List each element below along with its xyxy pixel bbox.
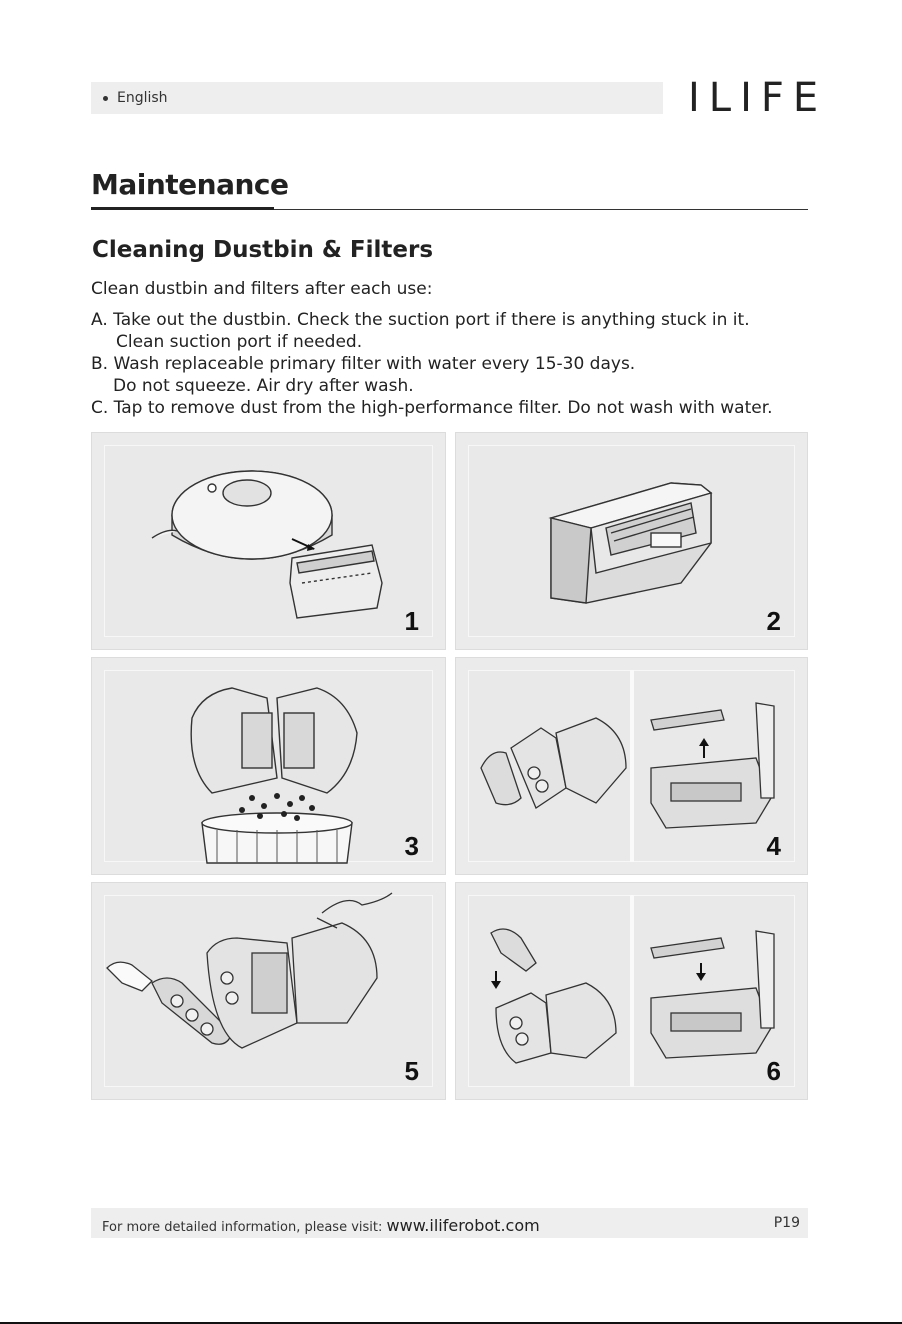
footer-bar: For more detailed information, please vi…	[91, 1208, 808, 1238]
figure-number-3: 3	[404, 831, 419, 861]
steps-list: A. Take out the dustbin. Check the sucti…	[91, 309, 773, 419]
bullet-icon	[103, 96, 108, 101]
figure-panel-5: 5	[91, 882, 446, 1100]
language-bar: English	[91, 82, 663, 114]
title-rule	[91, 209, 808, 210]
tap-filters-illustration-icon	[106, 892, 393, 1049]
figure-number-4: 4	[766, 831, 781, 861]
figure-number-2: 2	[766, 606, 781, 636]
figure-panel-6: 6	[455, 882, 808, 1100]
website-link[interactable]: www.iliferobot.com	[386, 1216, 540, 1235]
figure-panel-4: 4	[455, 657, 808, 875]
step-a-continued: Clean suction port if needed.	[116, 332, 363, 352]
footer-note: For more detailed information, please vi…	[102, 1216, 540, 1235]
footer-note-text: For more detailed information, please vi…	[102, 1220, 383, 1235]
bottom-rule	[0, 1322, 902, 1324]
step-b-continued: Do not squeeze. Air dry after wash.	[113, 376, 414, 396]
step-b: B. Wash replaceable primary filter with …	[91, 354, 636, 374]
robot-remove-dustbin-illustration-icon	[151, 470, 383, 619]
intro-text: Clean dustbin and filters after each use…	[91, 279, 433, 299]
empty-dustbin-illustration-icon	[190, 687, 358, 864]
page-number: P19	[773, 1215, 800, 1231]
figure-number-5: 5	[404, 1056, 419, 1086]
figure-number-6: 6	[766, 1056, 781, 1086]
section-title: Cleaning Dustbin & Filters	[92, 237, 434, 263]
remove-filters-illustration-icon	[480, 702, 775, 829]
reinstall-filters-illustration-icon	[490, 928, 775, 1064]
page-title: Maintenance	[91, 168, 289, 201]
step-a: A. Take out the dustbin. Check the sucti…	[91, 310, 750, 330]
title-underline	[91, 207, 274, 210]
language-label: English	[117, 90, 168, 106]
figure-panel-2: 2	[455, 432, 808, 650]
figure-number-1: 1	[404, 606, 419, 636]
brand-logo: ILIFE	[688, 75, 828, 121]
figure-panel-1: 1	[91, 432, 446, 650]
figure-panel-3: 3	[91, 657, 446, 875]
dustbin-illustration-icon	[548, 482, 713, 604]
step-c: C. Tap to remove dust from the high-perf…	[91, 398, 773, 418]
